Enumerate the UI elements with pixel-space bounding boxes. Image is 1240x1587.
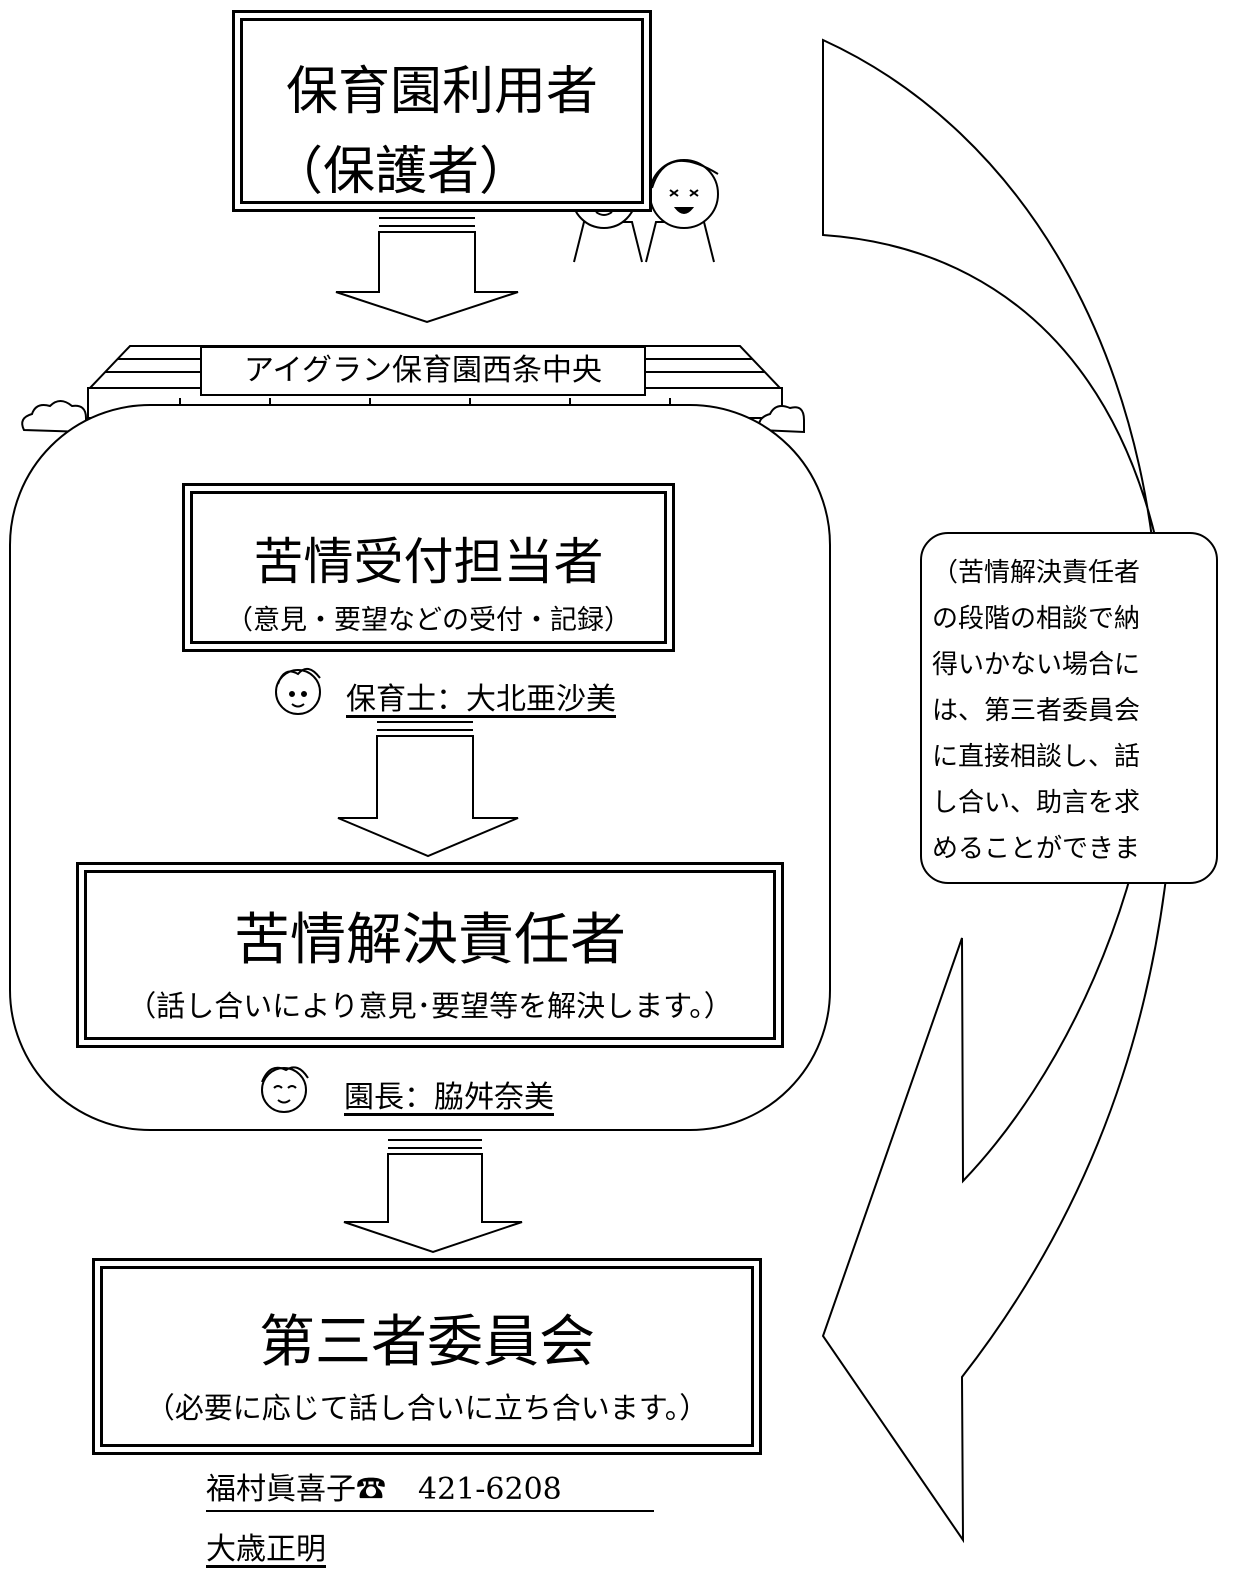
complaint-resolver-inner-border: [84, 870, 776, 1040]
user-box-subtitle: （保護者）: [271, 142, 532, 202]
complaint-resolver-subtitle: （話し合いにより意見･要望等を解決します。）: [127, 989, 733, 1023]
side-note-line-2: の段階の相談で納: [932, 604, 1141, 634]
third-party-member-1-row: 福村眞喜子☎ 421-6208: [206, 1470, 654, 1512]
flow-arrow-1: [335, 217, 519, 324]
child-face-icon-1: [275, 667, 321, 715]
third-party-box: 第三者委員会 （必要に応じて話し合いに立ち合います。）: [92, 1258, 762, 1455]
phone-icon: ☎: [356, 1472, 386, 1507]
complaint-resolver-box: 苦情解決責任者 （話し合いにより意見･要望等を解決します。）: [76, 862, 784, 1048]
child-face-icon-2: [261, 1066, 309, 1113]
side-note-line-3: 得いかない場合に: [932, 650, 1141, 680]
complaint-receiver-box: 苦情受付担当者 （意見・要望などの受付・記録）: [182, 483, 675, 652]
user-box: 保育園利用者 （保護者）: [232, 10, 652, 212]
complaint-resolver-staff: 園長：脇舛奈美: [344, 1080, 554, 1115]
third-party-member-1: 福村眞喜子: [206, 1472, 356, 1507]
complaint-receiver-staff: 保育士：大北亜沙美: [346, 682, 616, 717]
curved-arrow-shape: [821, 38, 1177, 1544]
side-note-line-1: （苦情解決責任者: [932, 558, 1141, 588]
facility-name-sign: アイグラン保育園西条中央: [200, 346, 646, 396]
complaint-resolver-title: 苦情解決責任者: [234, 908, 626, 973]
facility-name: アイグラン保育園西条中央: [244, 353, 602, 388]
complaint-receiver-inner-border: [190, 491, 667, 644]
user-box-title: 保育園利用者: [285, 62, 598, 122]
flow-arrow-3: [343, 1139, 523, 1254]
third-party-subtitle: （必要に応じて話し合いに立ち合います。）: [145, 1391, 709, 1425]
third-party-title: 第三者委員会: [259, 1310, 595, 1375]
side-note-box: （苦情解決責任者 の段階の相談で納 得いかない場合に は、第三者委員会 に直接相…: [920, 532, 1218, 884]
side-note-line-5: に直接相談し、話: [932, 742, 1141, 772]
flow-arrow-2: [337, 721, 519, 858]
third-party-member-2: 大歳正明: [206, 1532, 326, 1567]
side-note-line-7: めることができま: [932, 834, 1141, 864]
side-note-line-6: し合い、助言を求: [932, 788, 1141, 818]
side-note-line-4: は、第三者委員会: [932, 696, 1141, 726]
complaint-receiver-subtitle: （意見・要望などの受付・記録）: [226, 605, 631, 636]
user-box-inner-border: [240, 18, 644, 204]
third-party-inner-border: [100, 1266, 754, 1447]
complaint-receiver-title: 苦情受付担当者: [253, 533, 604, 591]
third-party-phone: 421-6208: [418, 1472, 562, 1507]
